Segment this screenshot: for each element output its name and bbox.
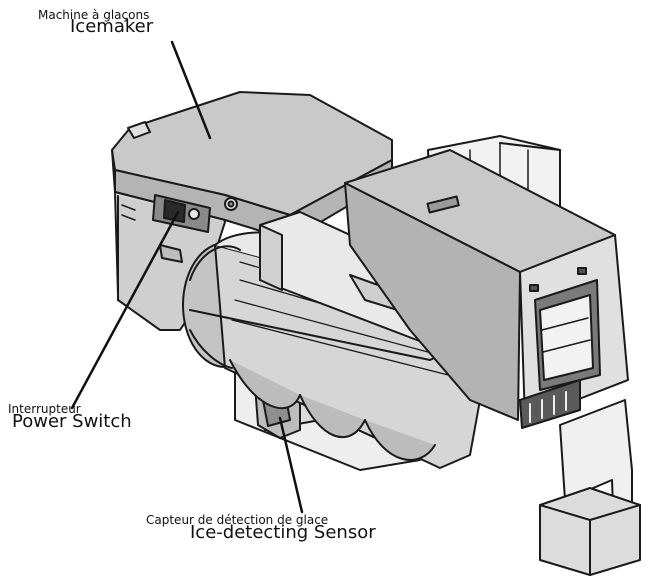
- label-power-switch-en: Power Switch: [12, 413, 132, 431]
- lower-bracket: [540, 400, 640, 575]
- label-ice-sensor-en: Ice-detecting Sensor: [190, 524, 376, 542]
- label-icemaker-en: Icemaker: [70, 18, 153, 36]
